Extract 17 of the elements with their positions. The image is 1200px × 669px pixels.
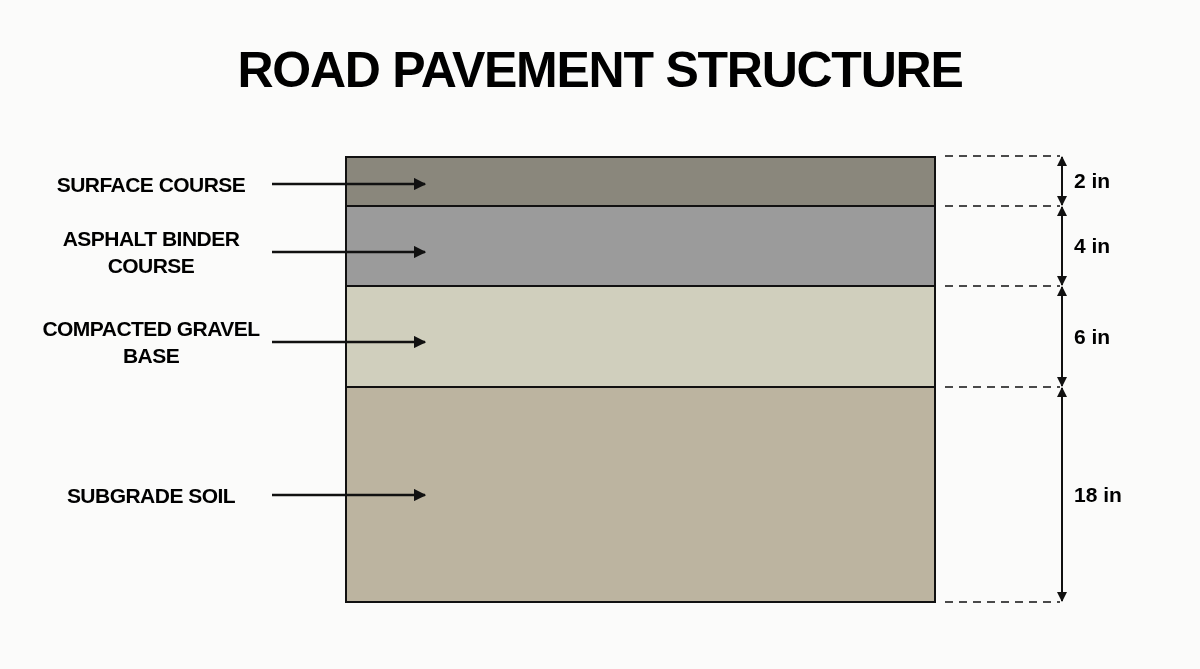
leader-arrow <box>272 335 427 349</box>
pavement-layer <box>345 156 936 207</box>
leader-arrow <box>272 177 427 191</box>
dimension-label: 6 in <box>1074 323 1111 350</box>
layer-label: COMPACTED GRAVEL BASE <box>41 316 261 369</box>
dimension-label: 2 in <box>1074 168 1111 194</box>
layer-label: SUBGRADE SOIL <box>66 482 236 509</box>
leader-arrow <box>272 488 427 502</box>
pavement-layer <box>345 205 936 287</box>
pavement-layer <box>345 285 936 388</box>
layer-label: ASPHALT BINDER COURSE <box>61 226 241 279</box>
pavement-layer <box>345 386 936 603</box>
layer-label: SURFACE COURSE <box>56 171 246 198</box>
dimension-label: 18 in <box>1074 481 1122 508</box>
leader-arrow <box>272 245 427 259</box>
diagram-title: ROAD PAVEMENT STRUCTURE <box>237 41 963 100</box>
dimension-label: 4 in <box>1074 233 1111 259</box>
